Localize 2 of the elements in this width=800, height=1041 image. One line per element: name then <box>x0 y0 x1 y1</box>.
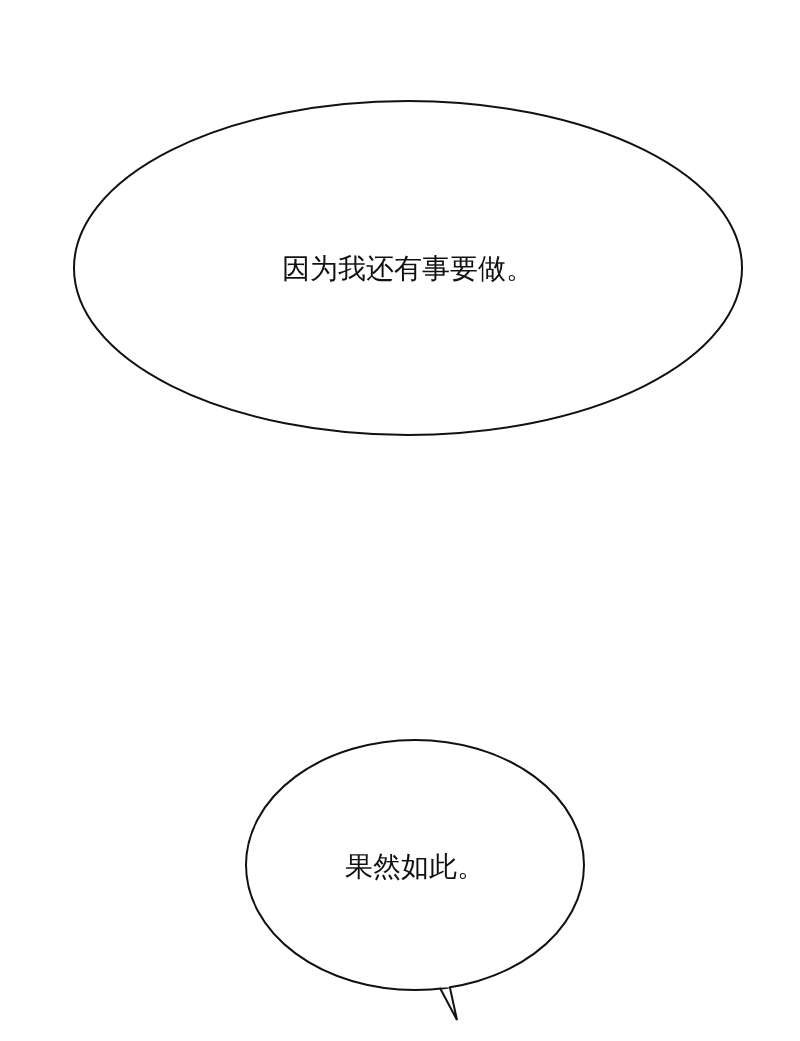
speech-text: 果然如此。 <box>344 849 486 885</box>
speech-text: 因为我还有事要做。 <box>281 251 535 287</box>
